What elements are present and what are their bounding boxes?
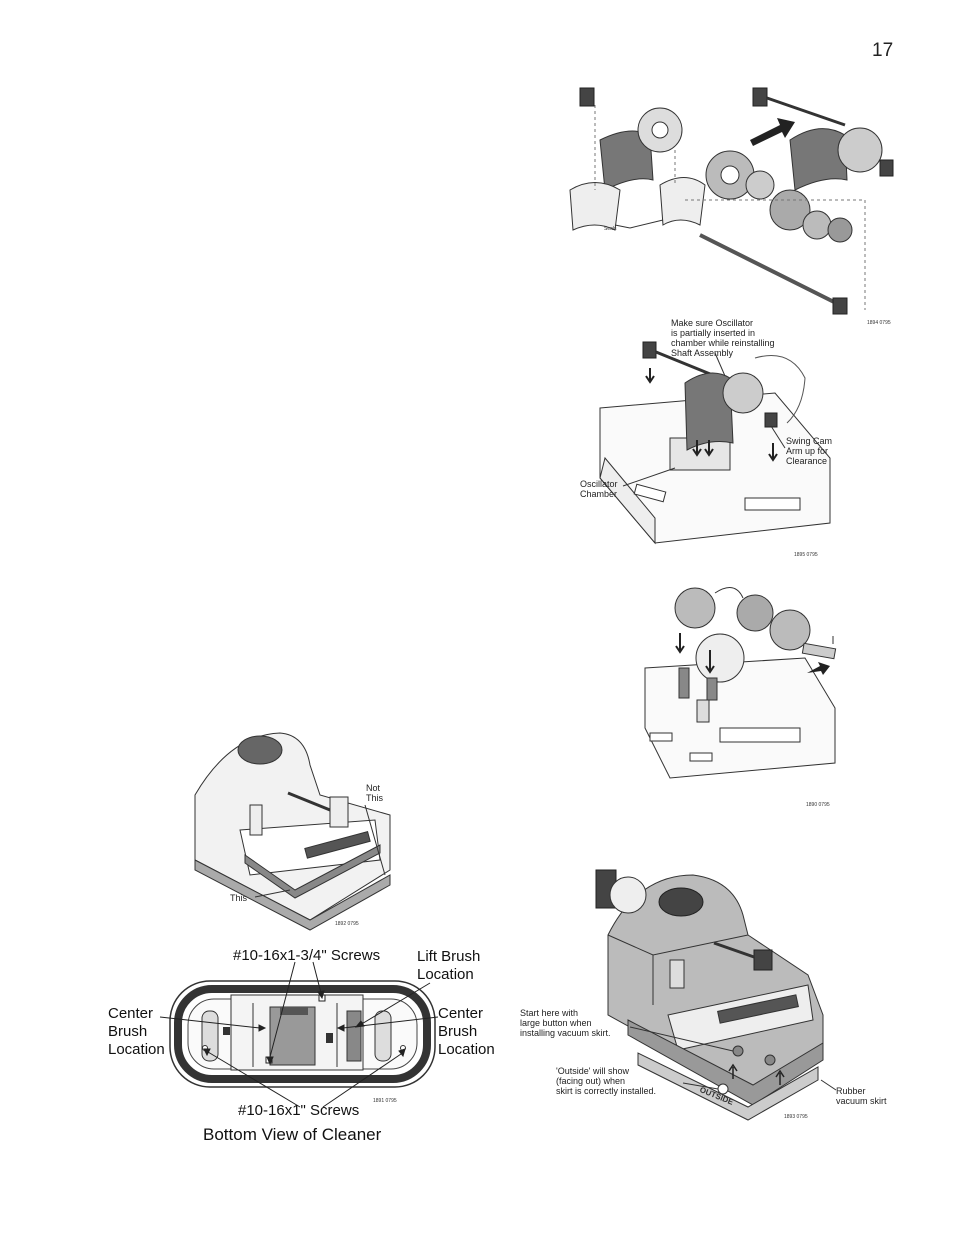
- brush-routing-illustration: [194, 732, 391, 931]
- figure-code-1893: 1893 0795: [784, 1114, 808, 1120]
- figure-brush-routing: Not This This 1892 0795: [190, 725, 410, 935]
- bottom-view-caption: Bottom View of Cleaner: [203, 1125, 382, 1144]
- screws-bottom-label: #10-16x1" Screws: [238, 1102, 360, 1119]
- figure-code-1892: 1892 0795: [335, 921, 359, 927]
- figure-code-1895: 1895 0795: [794, 552, 818, 558]
- gear-installation-illustration: [644, 587, 837, 779]
- figure-code-1891: 1891 0795: [373, 1098, 397, 1104]
- this-label: This: [230, 893, 248, 903]
- rubber-skirt-label: Rubber vacuum skirt: [836, 1086, 887, 1106]
- center-brush-right-label: Center Brush Location: [438, 1005, 495, 1058]
- oscillator-chamber-illustration: [599, 341, 831, 545]
- vacuum-skirt-illustration: [595, 869, 837, 1121]
- shaft-assembly-illustration: [569, 87, 894, 315]
- figure-gear-installation: 1890 0795: [635, 578, 850, 813]
- seals-label: Seals: [604, 226, 617, 232]
- oscillator-note: Make sure Oscillator is partially insert…: [671, 318, 775, 358]
- figure-bottom-view: #10-16x1-3/4" Screws Lift Brush Location…: [105, 945, 500, 1150]
- center-brush-left-label: Center Brush Location: [108, 1005, 165, 1058]
- outside-note: 'Outside' will show (facing out) when sk…: [556, 1066, 657, 1096]
- figure-shaft-assembly: Seals 1894 0795: [555, 80, 905, 330]
- figure-oscillator-chamber: Make sure Oscillator is partially insert…: [575, 318, 845, 563]
- bottom-view-illustration: [159, 961, 439, 1108]
- not-this-label: Not This: [366, 783, 384, 803]
- figure-code-1894: 1894 0795: [867, 320, 891, 326]
- lift-brush-label: Lift Brush Location: [417, 948, 481, 983]
- oscillator-chamber-label: Oscillator Chamber: [580, 479, 618, 499]
- figure-vacuum-skirt: Start here with large button when instal…: [518, 855, 908, 1125]
- start-here-note: Start here with large button when instal…: [520, 1008, 611, 1038]
- page-number: 17: [872, 40, 894, 61]
- screws-top-label: #10-16x1-3/4" Screws: [233, 947, 381, 964]
- swing-cam-note: Swing Cam Arm up for Clearance: [786, 436, 833, 466]
- figure-code-1890: 1890 0795: [806, 802, 830, 808]
